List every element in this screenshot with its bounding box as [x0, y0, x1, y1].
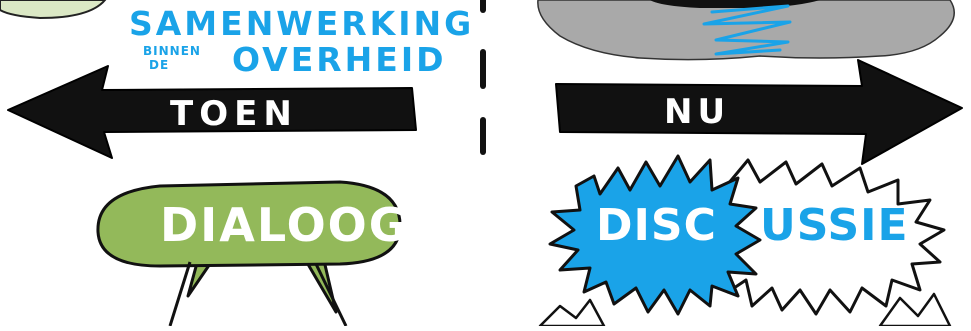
arrow-label-toen: TOEN [170, 94, 298, 134]
heading-overheid: OVERHEID [232, 40, 447, 79]
right-arrow [556, 60, 962, 164]
burst-label-disc: DISC [596, 200, 717, 251]
heading-small-binnen: BINNEN [143, 44, 201, 58]
heading-small-de: DE [149, 58, 169, 72]
bubble-label-dialoog: DIALOOG [160, 198, 409, 252]
green-bubble-partial [0, 0, 105, 18]
heading-samenwerking: SAMENWERKING [129, 4, 474, 43]
burst-label-ussie: USSIE [760, 200, 909, 251]
arrow-label-nu: NU [664, 92, 730, 132]
